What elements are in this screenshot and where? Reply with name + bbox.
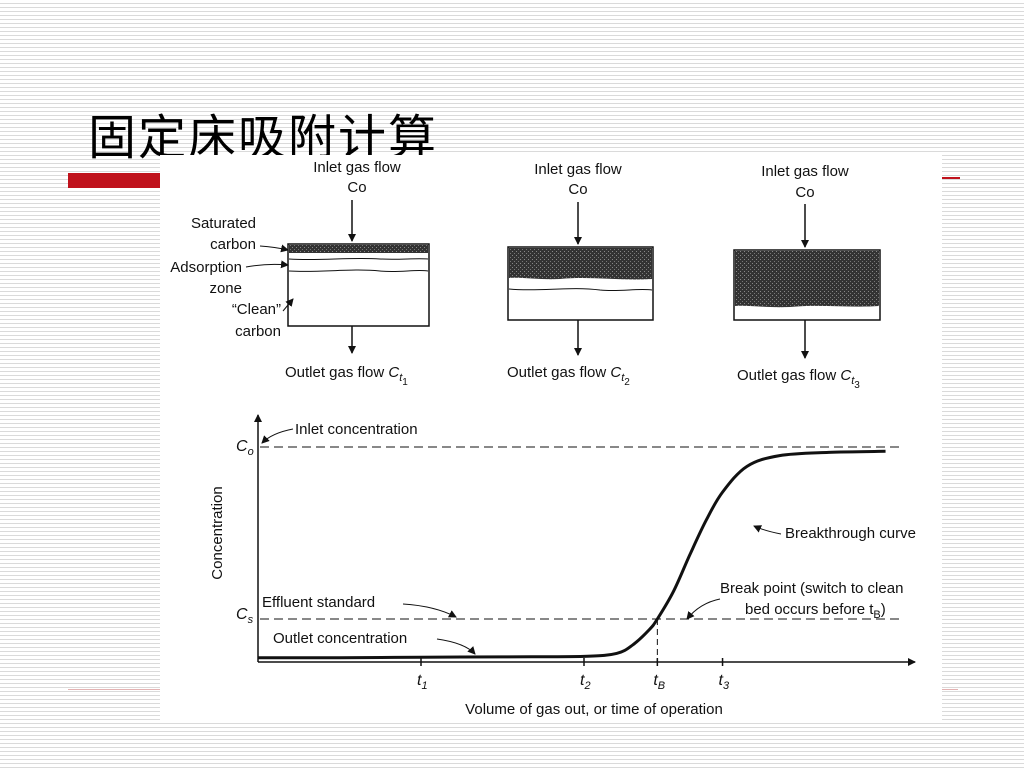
inlet-symbol-1: Co (347, 179, 366, 196)
pointer-clean (282, 298, 294, 312)
pointer-saturated (259, 244, 289, 253)
inlet-symbol-2: Co (568, 181, 587, 198)
column-2: Inlet gas flow Co Outlet gas flow Ct2 (507, 161, 654, 388)
saturated-zone-1 (289, 245, 428, 253)
outlet-base-1: C (388, 364, 399, 381)
label-clean-2: carbon (235, 323, 281, 340)
outlet-label-2: Outlet gas flow Ct2 (507, 364, 630, 388)
y-tick-co: Co (236, 438, 254, 458)
pointer-adsorption (245, 260, 289, 269)
adsorption-front-bottom-1 (288, 269, 429, 273)
label-clean-1: “Clean” (232, 301, 281, 318)
outlet-subsub-1: 1 (402, 377, 408, 388)
annotation-breakpoint-sub: B (873, 609, 880, 621)
y-tick-co-base: C (236, 438, 248, 455)
column-3: Inlet gas flow Co Outlet gas flow Ct3 (733, 163, 881, 391)
label-adsorption-2: zone (209, 280, 242, 297)
y-axis-label: Concentration (209, 486, 226, 579)
y-tick-co-sub: o (248, 446, 254, 458)
title-accent-bar (68, 173, 160, 188)
outlet-label-1: Outlet gas flow Ct1 (285, 364, 408, 388)
pointer-breakthrough-curve (753, 525, 782, 535)
saturated-zone-2 (509, 248, 652, 280)
y-tick-cs-base: C (236, 606, 248, 623)
adsorption-figure: Inlet gas flow Co Outlet gas flow Ct1 Sa… (160, 155, 942, 720)
label-adsorption-1: Adsorption (170, 259, 242, 276)
inlet-label-2: Inlet gas flow (534, 161, 622, 178)
pointer-breakpoint (686, 598, 721, 620)
annotation-breakpoint-1: Break point (switch to clean (720, 580, 903, 597)
outlet-label-3: Outlet gas flow Ct3 (737, 367, 860, 391)
outlet-text-1: Outlet gas flow (285, 364, 384, 381)
annotation-breakpoint-2: bed occurs before tB) (745, 601, 886, 621)
figure-svg: Inlet gas flow Co Outlet gas flow Ct1 Sa… (170, 159, 916, 718)
annotation-breakthrough-curve: Breakthrough curve (785, 525, 916, 542)
y-tick-cs: Cs (236, 606, 254, 626)
x-axis-label: Volume of gas out, or time of operation (465, 701, 723, 718)
x-tick-label-1: t1 (417, 672, 428, 692)
bed-1 (287, 243, 430, 327)
inlet-label-3: Inlet gas flow (761, 163, 849, 180)
column-1: Inlet gas flow Co Outlet gas flow Ct1 Sa… (170, 159, 430, 388)
adsorption-front-2 (508, 288, 653, 292)
annotation-outlet-concentration: Outlet concentration (273, 630, 407, 647)
y-tick-cs-sub: s (248, 614, 254, 626)
pointer-inlet-concentration (261, 428, 294, 444)
annotation-effluent-standard: Effluent standard (262, 594, 375, 611)
saturated-zone-3 (735, 251, 879, 308)
outlet-subsub-3: 3 (854, 380, 860, 391)
label-saturated-1: Saturated (191, 215, 256, 232)
outlet-text-3: Outlet gas flow (737, 367, 836, 384)
annotation-breakpoint-2-text: bed occurs before t (745, 601, 874, 618)
outlet-sub-2: t (621, 372, 625, 384)
outlet-base-2: C (610, 364, 621, 381)
x-ticks: t1 t2 tB t3 (417, 658, 730, 692)
outlet-base-3: C (840, 367, 851, 384)
label-saturated-2: carbon (210, 236, 256, 253)
outlet-sub-1: t (399, 372, 403, 384)
breakthrough-curve (257, 449, 886, 660)
outlet-sub-3: t (851, 375, 855, 387)
inlet-label-1: Inlet gas flow (313, 159, 401, 176)
x-tick-label-4: t3 (719, 672, 730, 692)
x-tick-label-3: tB (653, 672, 665, 692)
outlet-text-2: Outlet gas flow (507, 364, 606, 381)
pointer-effluent-standard (402, 603, 457, 618)
x-tick-label-2: t2 (580, 672, 591, 692)
adsorption-front-top-1 (288, 257, 429, 261)
inlet-symbol-3: Co (795, 184, 814, 201)
annotation-inlet-concentration: Inlet concentration (295, 421, 418, 438)
breakthrough-chart: Concentration Volume of gas out, or time… (209, 414, 916, 718)
pointer-outlet-concentration (436, 638, 476, 655)
outlet-subsub-2: 2 (624, 377, 630, 388)
